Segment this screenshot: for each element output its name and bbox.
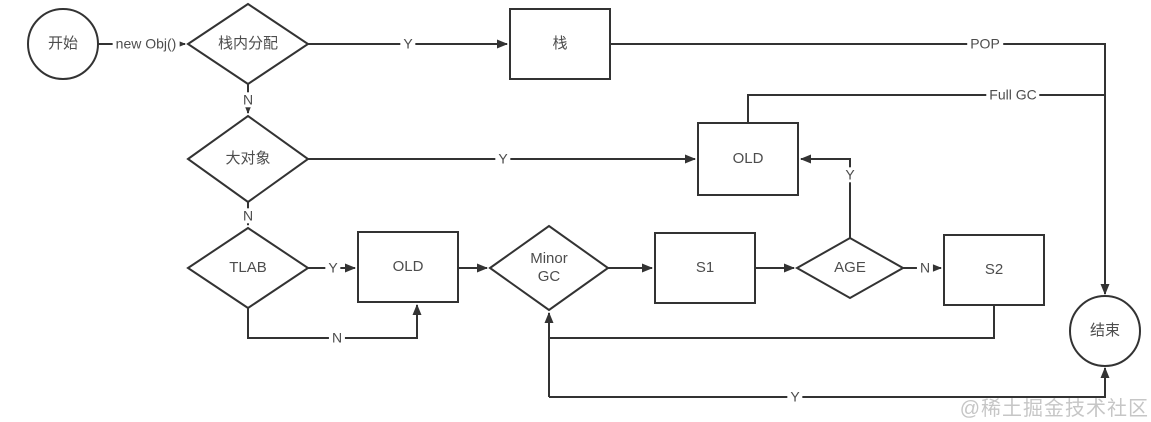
tlab-label: TLAB	[229, 259, 267, 276]
age-no-label: N	[916, 259, 934, 276]
edge-s2-return-rail	[549, 305, 995, 339]
minor-gc-decision	[488, 224, 610, 312]
s1-box	[654, 232, 756, 304]
old-upper-box	[697, 122, 799, 196]
s2-box	[943, 234, 1045, 306]
start-node-label: 开始	[47, 35, 79, 52]
pop-edge-label: POP	[967, 35, 1003, 52]
large-object-label: 大对象	[225, 150, 271, 167]
large-object-yes-label: Y	[495, 150, 511, 167]
old-upper-box-label: OLD	[732, 150, 764, 167]
large-object-decision	[186, 114, 310, 204]
edge-oldupper-fullgc-rail	[747, 94, 1104, 123]
end-node	[1069, 295, 1141, 367]
edge-age-yes-to-oldupper	[800, 154, 851, 238]
stack-box	[509, 8, 611, 80]
stack-alloc-no-label: N	[239, 91, 257, 108]
minor-gc-label: Minor GC	[530, 250, 568, 285]
end-node-label: 结束	[1089, 322, 1121, 339]
edge-stack-pop-to-end	[610, 43, 1110, 295]
stack-alloc-yes-label: Y	[400, 35, 416, 52]
full-gc-edge-label: Full GC	[986, 86, 1040, 103]
s1-box-label: S1	[695, 259, 715, 276]
age-decision	[794, 236, 906, 300]
juejin-watermark: @稀土掘金技术社区	[959, 398, 1149, 420]
tlab-yes-label: Y	[325, 259, 341, 276]
age-yes-label: Y	[842, 166, 858, 183]
old-lower-box-label: OLD	[392, 258, 424, 275]
minor-gc-yes-label: Y	[787, 388, 803, 405]
tlab-no-label: N	[328, 329, 346, 346]
large-object-no-label: N	[239, 207, 257, 224]
tlab-decision	[186, 226, 310, 310]
edge-minorgc-yes-to-end	[549, 367, 1110, 398]
start-node	[27, 8, 99, 80]
stack-alloc-label: 栈内分配	[217, 35, 279, 52]
age-label: AGE	[834, 259, 866, 276]
stack-box-label: 栈	[552, 35, 568, 52]
s2-box-label: S2	[984, 261, 1004, 278]
old-lower-box	[357, 231, 459, 303]
new-obj-edge-label: new Obj()	[112, 35, 180, 52]
stack-alloc-decision	[186, 2, 310, 86]
